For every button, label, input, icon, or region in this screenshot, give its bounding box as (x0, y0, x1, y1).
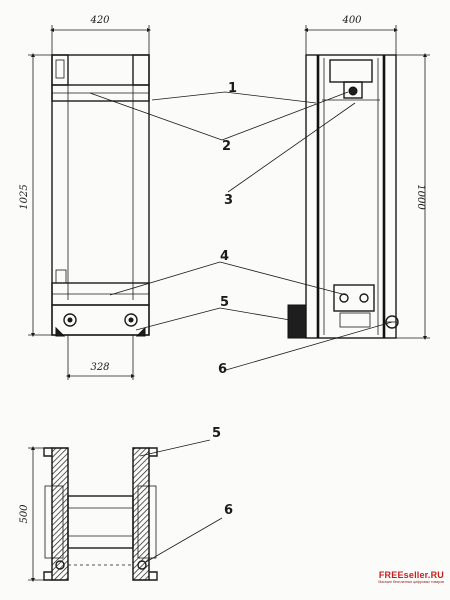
dim-right-height: 1000 (396, 53, 430, 340)
side-bottom-wheel-right (359, 293, 369, 303)
plan-left-rail (51, 447, 69, 581)
leader-5 (135, 307, 291, 331)
side-top-bolt (348, 86, 358, 96)
dim-top-left-label: 420 (89, 15, 110, 26)
dim-right-height-label: 1000 (415, 184, 426, 210)
leader-lines (89, 91, 393, 563)
front-top-right-post (132, 54, 150, 86)
front-feet (55, 326, 146, 337)
dim-lower-height-label: 500 (19, 504, 30, 524)
dim-bottom: 328 (66, 335, 135, 380)
callout-labels: 1 2 3 4 5 6 5 6 (212, 81, 237, 518)
callout-5: 5 (220, 295, 229, 310)
leader-3 (227, 102, 356, 193)
dim-top-left: 420 (50, 15, 151, 55)
plan-left-roller (55, 560, 65, 570)
plan-right-rail (132, 447, 150, 581)
side-base-block (287, 304, 307, 339)
front-right-hub (128, 317, 134, 323)
front-right-wheel (124, 313, 138, 327)
leader-4 (109, 261, 347, 296)
dim-lower-height: 500 (19, 446, 52, 582)
side-lower-box (339, 312, 371, 328)
watermark: FREEseller.RU Магазин бесплатных цифровы… (364, 570, 444, 584)
leader-6 (225, 321, 393, 371)
dim-left-height: 1025 (19, 53, 52, 337)
plan-left-housing (44, 485, 64, 559)
callout-6-lower: 6 (224, 503, 233, 518)
front-bottom-bracket (55, 269, 67, 284)
plan-view (43, 447, 158, 581)
callout-3: 3 (224, 193, 233, 208)
front-top-bracket (55, 59, 65, 79)
dim-bottom-label: 328 (90, 362, 109, 373)
dim-left-height-label: 1025 (19, 184, 30, 209)
side-bottom-wheel-left (339, 293, 349, 303)
plan-right-roller (137, 560, 147, 570)
side-top-block (329, 59, 373, 83)
plan-crossbeam (67, 495, 134, 549)
front-top-left-post (51, 54, 69, 86)
plan-right-housing (137, 485, 157, 559)
callout-6: 6 (218, 362, 227, 377)
dim-top-right-label: 400 (341, 15, 362, 26)
side-frame (305, 54, 397, 339)
side-top-mount (343, 81, 363, 99)
front-base (51, 304, 150, 336)
front-view (51, 54, 150, 337)
callout-5-lower: 5 (212, 426, 221, 441)
leader-1 (151, 91, 317, 104)
watermark-subtitle: Магазин бесплатных цифровых товаров (378, 580, 444, 584)
leader-2 (89, 91, 349, 141)
side-view (287, 54, 399, 339)
front-left-hub (67, 317, 73, 323)
dim-top-right: 400 (304, 15, 398, 55)
leader-5-lower (139, 439, 211, 457)
callout-2: 2 (222, 139, 231, 154)
front-left-wheel (63, 313, 77, 327)
callout-1: 1 (228, 81, 237, 96)
callout-4: 4 (220, 249, 229, 264)
leader-6-lower (145, 517, 223, 563)
watermark-title: FREEseller.RU (378, 570, 444, 580)
